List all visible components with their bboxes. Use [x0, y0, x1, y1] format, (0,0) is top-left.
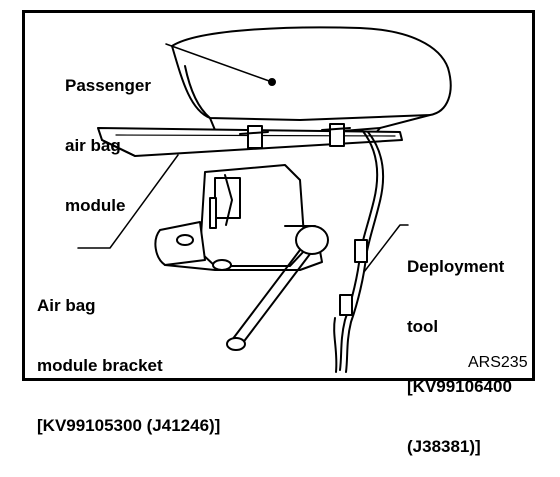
- vise-handle-shape: [231, 249, 311, 345]
- airbag-module-shape: [171, 26, 452, 121]
- label-passenger-airbag-module: Passenger air bag module: [65, 76, 151, 215]
- leader-bracket: [77, 154, 179, 249]
- figure-frame: [22, 10, 535, 381]
- figure-code: ARS235: [468, 354, 528, 371]
- leader-passenger: [165, 43, 273, 83]
- label-airbag-module-bracket: Air bag module bracket [KV99105300 (J412…: [37, 296, 221, 435]
- label-deployment-tool: Deployment tool [KV99106400 (J38381)]: [407, 257, 512, 456]
- leader-deployment: [363, 224, 409, 273]
- airbag-deployment-illustration: [77, 26, 452, 373]
